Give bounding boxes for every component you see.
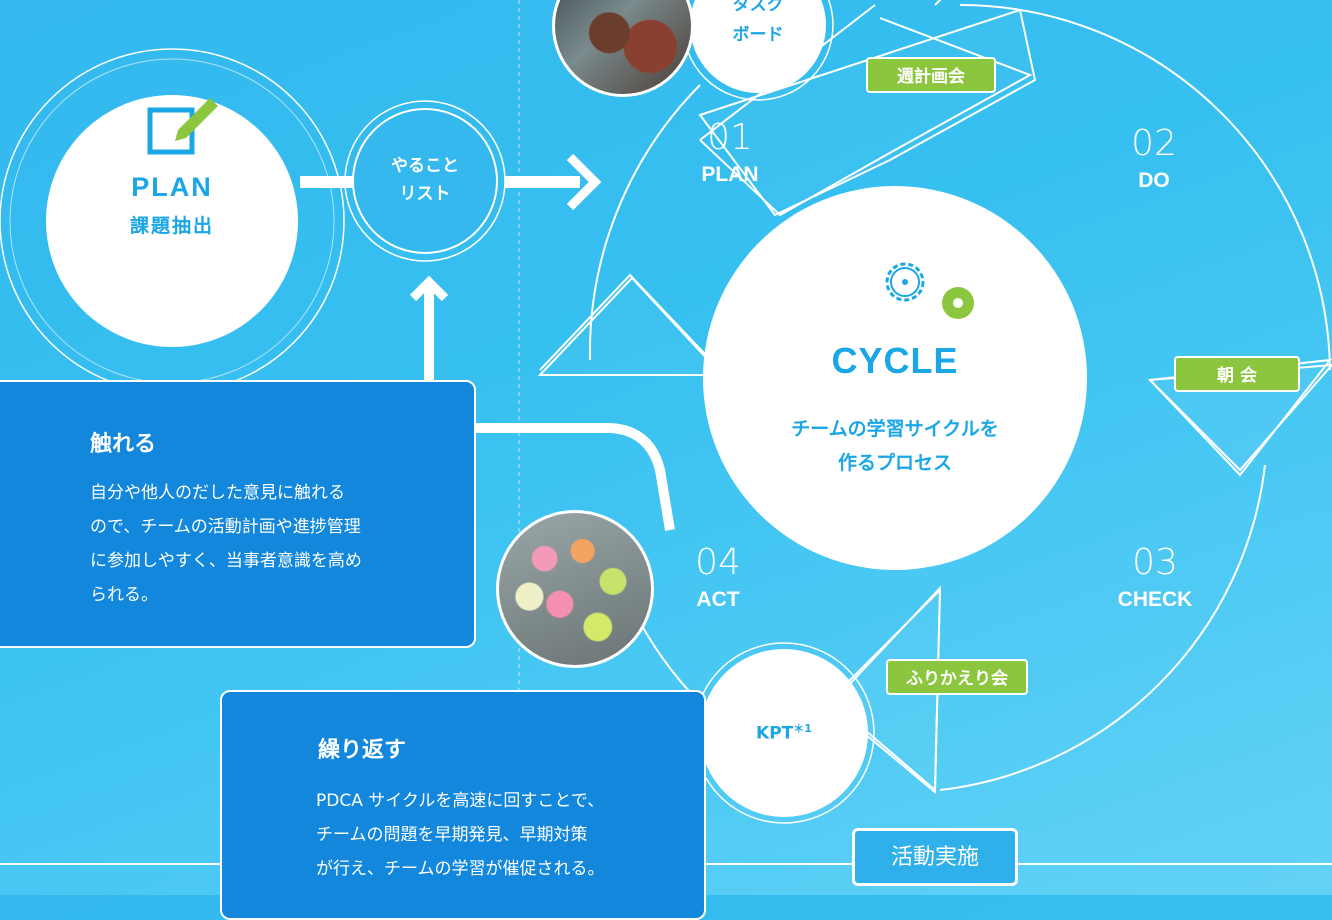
todo-arrow-line	[505, 176, 580, 188]
taskboard-line1: タスク	[732, 0, 784, 15]
card-repeat-line: チームの問題を早期発見、早期対策	[316, 825, 588, 845]
cycle-title: CYCLE	[831, 340, 959, 381]
sticky-notes-photo	[496, 510, 654, 668]
card-touch-title: 触れる	[90, 432, 157, 457]
tag-morning-meeting: 朝 会	[1174, 356, 1300, 392]
card-repeat-title: 繰り返す	[318, 738, 407, 763]
plan-subtitle: 課題抽出	[129, 215, 214, 237]
plan-circle	[46, 95, 298, 347]
cycle-center-circle	[703, 186, 1087, 570]
feedback-arrow	[424, 285, 675, 531]
edit-icon	[147, 98, 218, 155]
kpt-node: KPT＊1	[724, 720, 844, 744]
phase-02-number: 02	[1131, 123, 1177, 164]
card-repeat-line: PDCA サイクルを高速に回すことで、	[316, 791, 605, 811]
cycle-desc-line2: 作るプロセス	[837, 452, 952, 474]
taskboard-node: タスク ボード	[708, 0, 808, 50]
card-touch-line: られる。	[90, 585, 158, 605]
card-touch: 触れる 自分や他人のだした意見に触れる ので、チームの活動計画や進捗管理 に参加…	[0, 380, 476, 648]
tag-retro-meeting: ふりかえり会	[886, 659, 1028, 695]
phase-01-label: PLAN	[701, 163, 759, 186]
kpt-footnote: ＊1	[793, 722, 812, 735]
card-touch-line: ので、チームの活動計画や進捗管理	[90, 517, 361, 537]
taskboard-circle	[690, 0, 826, 93]
phase-04-label: ACT	[696, 588, 740, 611]
phase-04-number: 04	[695, 542, 741, 583]
cycle-center: CYCLE チームの学習サイクルを 作るプロセス	[760, 340, 1030, 480]
todo-node: やること リスト	[360, 152, 490, 208]
phase-01-number: 01	[707, 117, 753, 158]
card-touch-line: 自分や他人のだした意見に触れる	[90, 483, 345, 503]
phase-04: 04 ACT	[668, 542, 768, 611]
todo-arrow-head	[566, 153, 602, 211]
tag-weekly-meeting: 週計画会	[866, 57, 996, 93]
plan-node: PLAN 課題抽出	[100, 172, 244, 238]
phase-02-label: DO	[1138, 169, 1170, 192]
todo-circle	[352, 108, 498, 254]
plan-title: PLAN	[131, 172, 213, 202]
kpt-circle	[700, 649, 868, 817]
card-repeat: 繰り返す PDCA サイクルを高速に回すことで、 チームの問題を早期発見、早期対…	[220, 690, 706, 920]
card-touch-line: に参加しやすく、当事者意識を高め	[90, 551, 362, 571]
todo-line2: リスト	[399, 184, 451, 204]
gears-icon	[885, 262, 974, 319]
cycle-desc-line1: チームの学習サイクルを	[791, 418, 999, 440]
card-repeat-line: が行え、チームの学習が催促される。	[316, 859, 605, 879]
phase-01: 01 PLAN	[680, 117, 780, 186]
phase-03-label: CHECK	[1117, 588, 1193, 611]
card-touch-body: 自分や他人のだした意見に触れる ので、チームの活動計画や進捗管理 に参加しやすく…	[90, 476, 450, 612]
up-arrow-head	[409, 275, 449, 302]
card-repeat-body: PDCA サイクルを高速に回すことで、 チームの問題を早期発見、早期対策 が行え…	[316, 784, 696, 886]
cycle-arrow-plan	[537, 276, 725, 376]
todo-line1: やること	[391, 156, 459, 176]
taskboard-line2: ボード	[732, 25, 784, 45]
phase-03: 03 CHECK	[1100, 542, 1210, 611]
activity-label: 活動実施	[852, 828, 1018, 886]
phase-02: 02 DO	[1104, 123, 1204, 192]
kpt-label: KPT	[756, 723, 794, 744]
phase-03-number: 03	[1132, 542, 1178, 583]
